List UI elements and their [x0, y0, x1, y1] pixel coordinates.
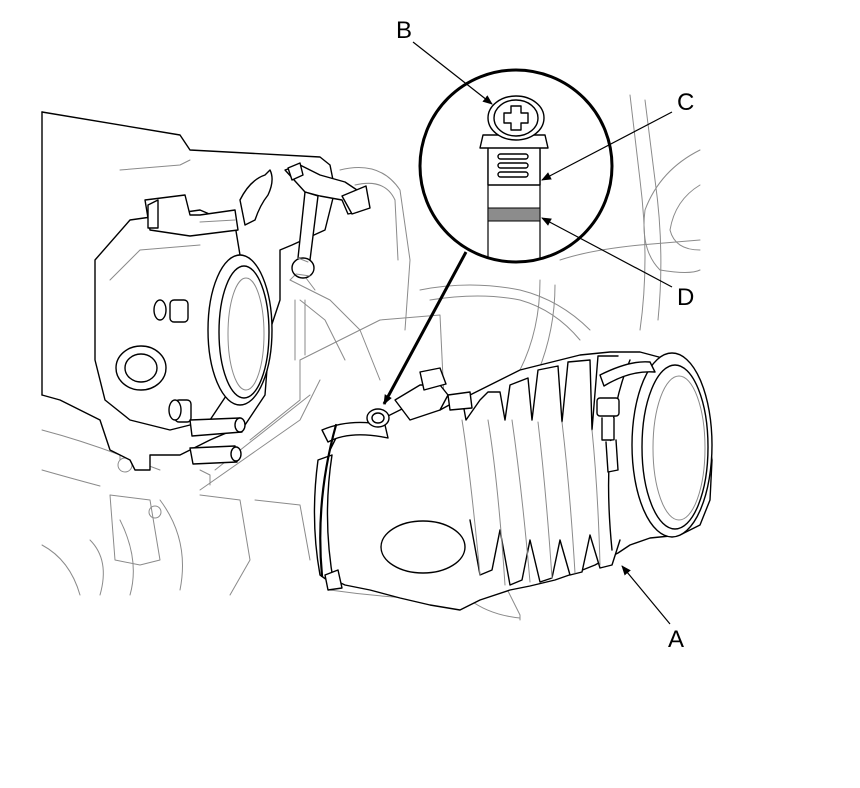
- callout-leaders: [382, 41, 673, 625]
- callout-b: B: [396, 17, 412, 44]
- bolt-icon: [153, 299, 189, 323]
- bolt-icon: [168, 399, 192, 423]
- intake-duct: [313, 351, 713, 611]
- callout-a: A: [668, 626, 684, 653]
- alignment-band: [487, 207, 541, 222]
- detail-view: [418, 68, 614, 264]
- callout-c: C: [677, 89, 694, 116]
- hose-clamp-rear: [596, 361, 656, 473]
- clamp-screw-icon: [487, 95, 545, 141]
- hose-clamp-front: [366, 367, 473, 428]
- vacuum-hoses: [239, 162, 371, 279]
- throttle-body: [41, 111, 336, 486]
- callout-d: D: [677, 284, 694, 311]
